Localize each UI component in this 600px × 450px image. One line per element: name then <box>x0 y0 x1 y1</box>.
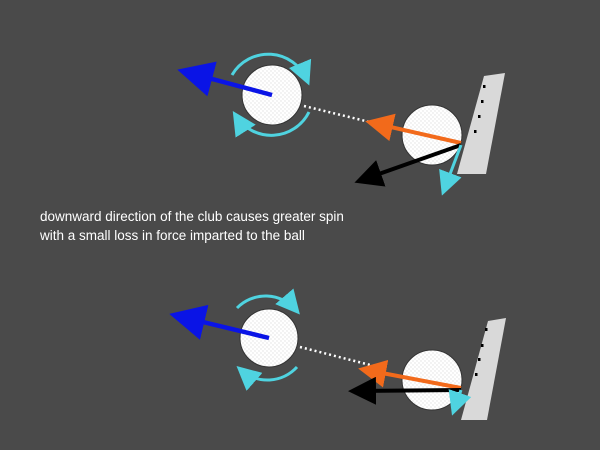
caption: downward direction of the club causes gr… <box>40 207 344 245</box>
backspin-arrow-lower <box>232 110 311 138</box>
caption-line-1: downward direction of the club causes gr… <box>40 209 344 224</box>
club-grooves <box>474 85 486 133</box>
friction-arrow <box>439 144 463 196</box>
caption-line-2: with a small loss in force imparted to t… <box>40 228 305 243</box>
friction-arrow <box>448 389 472 416</box>
ball-travel-arrow <box>177 61 273 98</box>
backspin-arrow-upper <box>230 52 312 86</box>
club-face <box>457 73 505 174</box>
scene-bottom <box>169 288 506 420</box>
backspin-arrow-lower <box>236 365 299 391</box>
trajectory-dots <box>299 345 383 370</box>
force-arrow <box>365 113 462 145</box>
trajectory-dots <box>303 104 383 127</box>
club-grooves <box>475 328 488 376</box>
ball-travel-arrow <box>169 304 270 341</box>
scene-top <box>177 52 505 196</box>
force-arrow <box>358 359 462 390</box>
ball-at-impact <box>401 349 463 411</box>
club-face <box>461 318 506 420</box>
club-motion-arrow <box>354 143 462 187</box>
club-motion-arrow <box>348 376 462 405</box>
backspin-arrow-upper <box>235 288 300 315</box>
